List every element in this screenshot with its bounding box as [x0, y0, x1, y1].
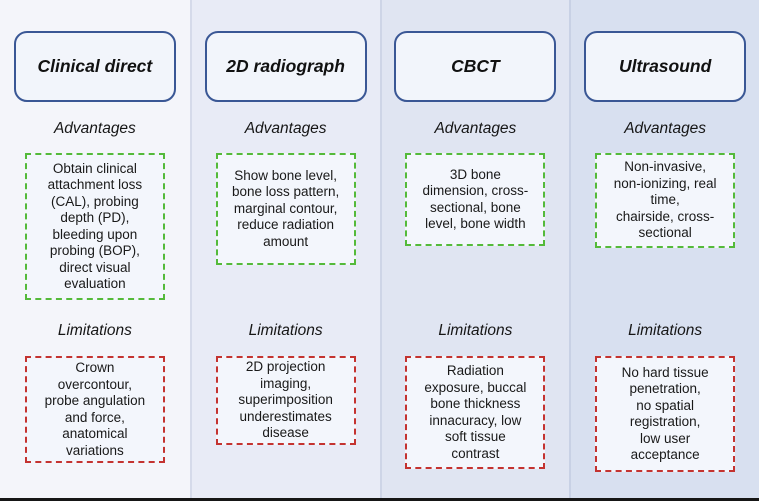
advantages-box: Obtain clinical attachment loss (CAL), p…: [24, 153, 165, 300]
advantages-text: Show bone level, bone loss pattern, marg…: [231, 167, 340, 249]
limitations-text: 2D projection imaging, superimposition u…: [238, 359, 333, 441]
advantages-box: 3D bone dimension, cross- sectional, bon…: [405, 153, 546, 246]
limitations-text: Radiation exposure, buccal bone thicknes…: [424, 363, 527, 461]
advantages-heading: Advantages: [244, 120, 327, 137]
column-ultrasound: Ultrasound Advantages Non-invasive, non-…: [569, 0, 759, 498]
method-title-box: Clinical direct: [13, 31, 176, 102]
method-title-box: 2D radiograph: [204, 31, 367, 102]
advantages-box: Show bone level, bone loss pattern, marg…: [215, 153, 356, 265]
advantages-text: Non-invasive, non-ionizing, real time, c…: [613, 159, 717, 241]
column-cbct: CBCT Advantages 3D bone dimension, cross…: [379, 0, 570, 498]
method-title: CBCT: [451, 56, 500, 76]
limitations-box: No hard tissue penetration, no spatial r…: [595, 356, 736, 472]
limitations-box: Radiation exposure, buccal bone thicknes…: [405, 356, 546, 469]
limitations-box: Crown overcontour, probe angulation and …: [24, 356, 165, 463]
method-title: Clinical direct: [37, 56, 153, 76]
limitations-heading: Limitations: [438, 322, 513, 339]
limitations-heading: Limitations: [57, 322, 132, 339]
method-title: 2D radiograph: [226, 56, 345, 76]
advantages-box: Non-invasive, non-ionizing, real time, c…: [595, 153, 736, 248]
advantages-heading: Advantages: [434, 120, 517, 137]
advantages-text: 3D bone dimension, cross- sectional, bon…: [422, 166, 529, 232]
limitations-heading: Limitations: [628, 322, 703, 339]
column-2d-radiograph: 2D radiograph Advantages Show bone level…: [189, 0, 380, 498]
method-title-box: Ultrasound: [584, 31, 747, 102]
method-title-box: CBCT: [394, 31, 557, 102]
limitations-box: 2D projection imaging, superimposition u…: [215, 356, 356, 445]
method-title: Ultrasound: [618, 56, 712, 76]
limitations-text: Crown overcontour, probe angulation and …: [44, 360, 146, 458]
advantages-heading: Advantages: [53, 120, 136, 137]
advantages-heading: Advantages: [624, 120, 707, 137]
limitations-text: No hard tissue penetration, no spatial r…: [621, 364, 709, 463]
column-clinical-direct: Clinical direct Advantages Obtain clinic…: [0, 0, 190, 498]
advantages-text: Obtain clinical attachment loss (CAL), p…: [47, 160, 143, 292]
limitations-heading: Limitations: [248, 322, 323, 339]
